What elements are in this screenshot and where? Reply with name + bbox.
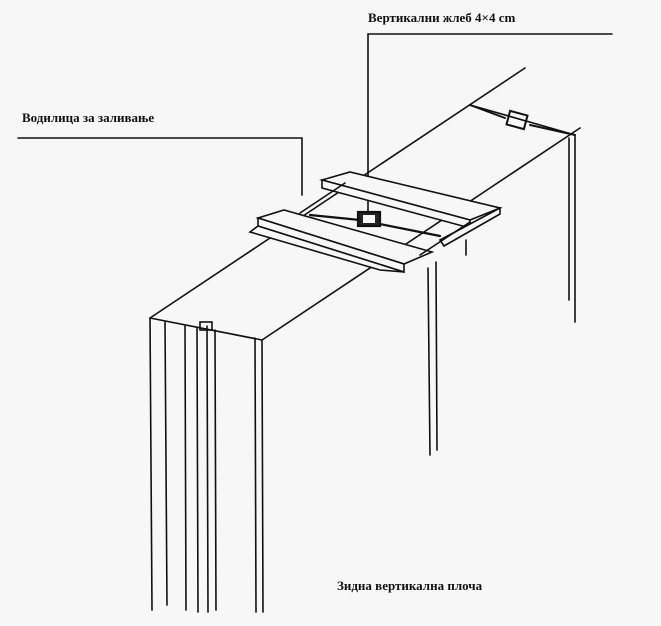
wall-panel-label: Зидна вертикална плоча — [337, 578, 483, 593]
far-groove — [469, 104, 576, 136]
wall-right-edges — [427, 134, 576, 456]
leader-vertical-groove — [367, 33, 613, 219]
leader-pouring-guide — [17, 137, 303, 196]
vertical-groove-label: Вертикални жлеб 4×4 cm — [368, 10, 516, 25]
pouring-guide-label: Водилица за заливање — [22, 110, 155, 125]
wall-top-surface — [149, 67, 581, 341]
wall-front-face — [149, 317, 264, 613]
pouring-guide — [248, 171, 503, 274]
vertical-groove — [308, 210, 442, 238]
